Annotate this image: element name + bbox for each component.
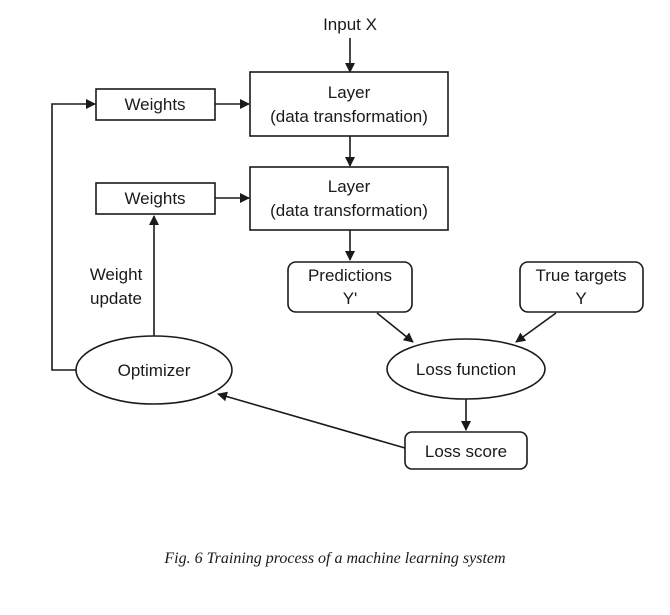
predictions-title: Predictions xyxy=(308,266,392,285)
weights-1-label: Weights xyxy=(124,95,185,114)
true-targets-box: True targets Y xyxy=(519,261,644,313)
predictions-symbol: Y' xyxy=(343,289,358,308)
weight-update-line-2: update xyxy=(90,289,142,308)
predictions-box: Predictions Y' xyxy=(287,261,413,313)
optimizer-label: Optimizer xyxy=(118,361,191,380)
layer-2-subtitle: (data transformation) xyxy=(270,201,428,220)
weights-box-1: Weights xyxy=(95,88,216,121)
layer-box-1: Layer (data transformation) xyxy=(249,71,449,137)
loss-score-box: Loss score xyxy=(404,431,528,470)
layer-1-title: Layer xyxy=(328,83,371,102)
loss-function-node: Loss function xyxy=(386,338,546,400)
loss-function-label: Loss function xyxy=(416,360,516,379)
layer-1-subtitle: (data transformation) xyxy=(270,107,428,126)
edge-targets-to-loss-function xyxy=(515,312,557,343)
true-targets-symbol: Y xyxy=(575,289,586,308)
figure-caption: Fig. 6 Training process of a machine lea… xyxy=(164,550,506,567)
edges xyxy=(51,38,557,449)
weights-2-label: Weights xyxy=(124,189,185,208)
layer-2-title: Layer xyxy=(328,177,371,196)
loss-score-label: Loss score xyxy=(425,442,507,461)
weight-update-line-1: Weight xyxy=(90,265,143,284)
layer-box-2: Layer (data transformation) xyxy=(249,166,449,231)
edge-optimizer-to-weights1 xyxy=(51,99,96,371)
input-label: Input X xyxy=(323,15,377,34)
edge-predictions-to-loss-function xyxy=(376,312,414,343)
optimizer-node: Optimizer xyxy=(75,335,233,405)
edge-loss-score-to-optimizer xyxy=(217,391,406,449)
weights-box-2: Weights xyxy=(95,182,216,215)
true-targets-title: True targets xyxy=(535,266,626,285)
